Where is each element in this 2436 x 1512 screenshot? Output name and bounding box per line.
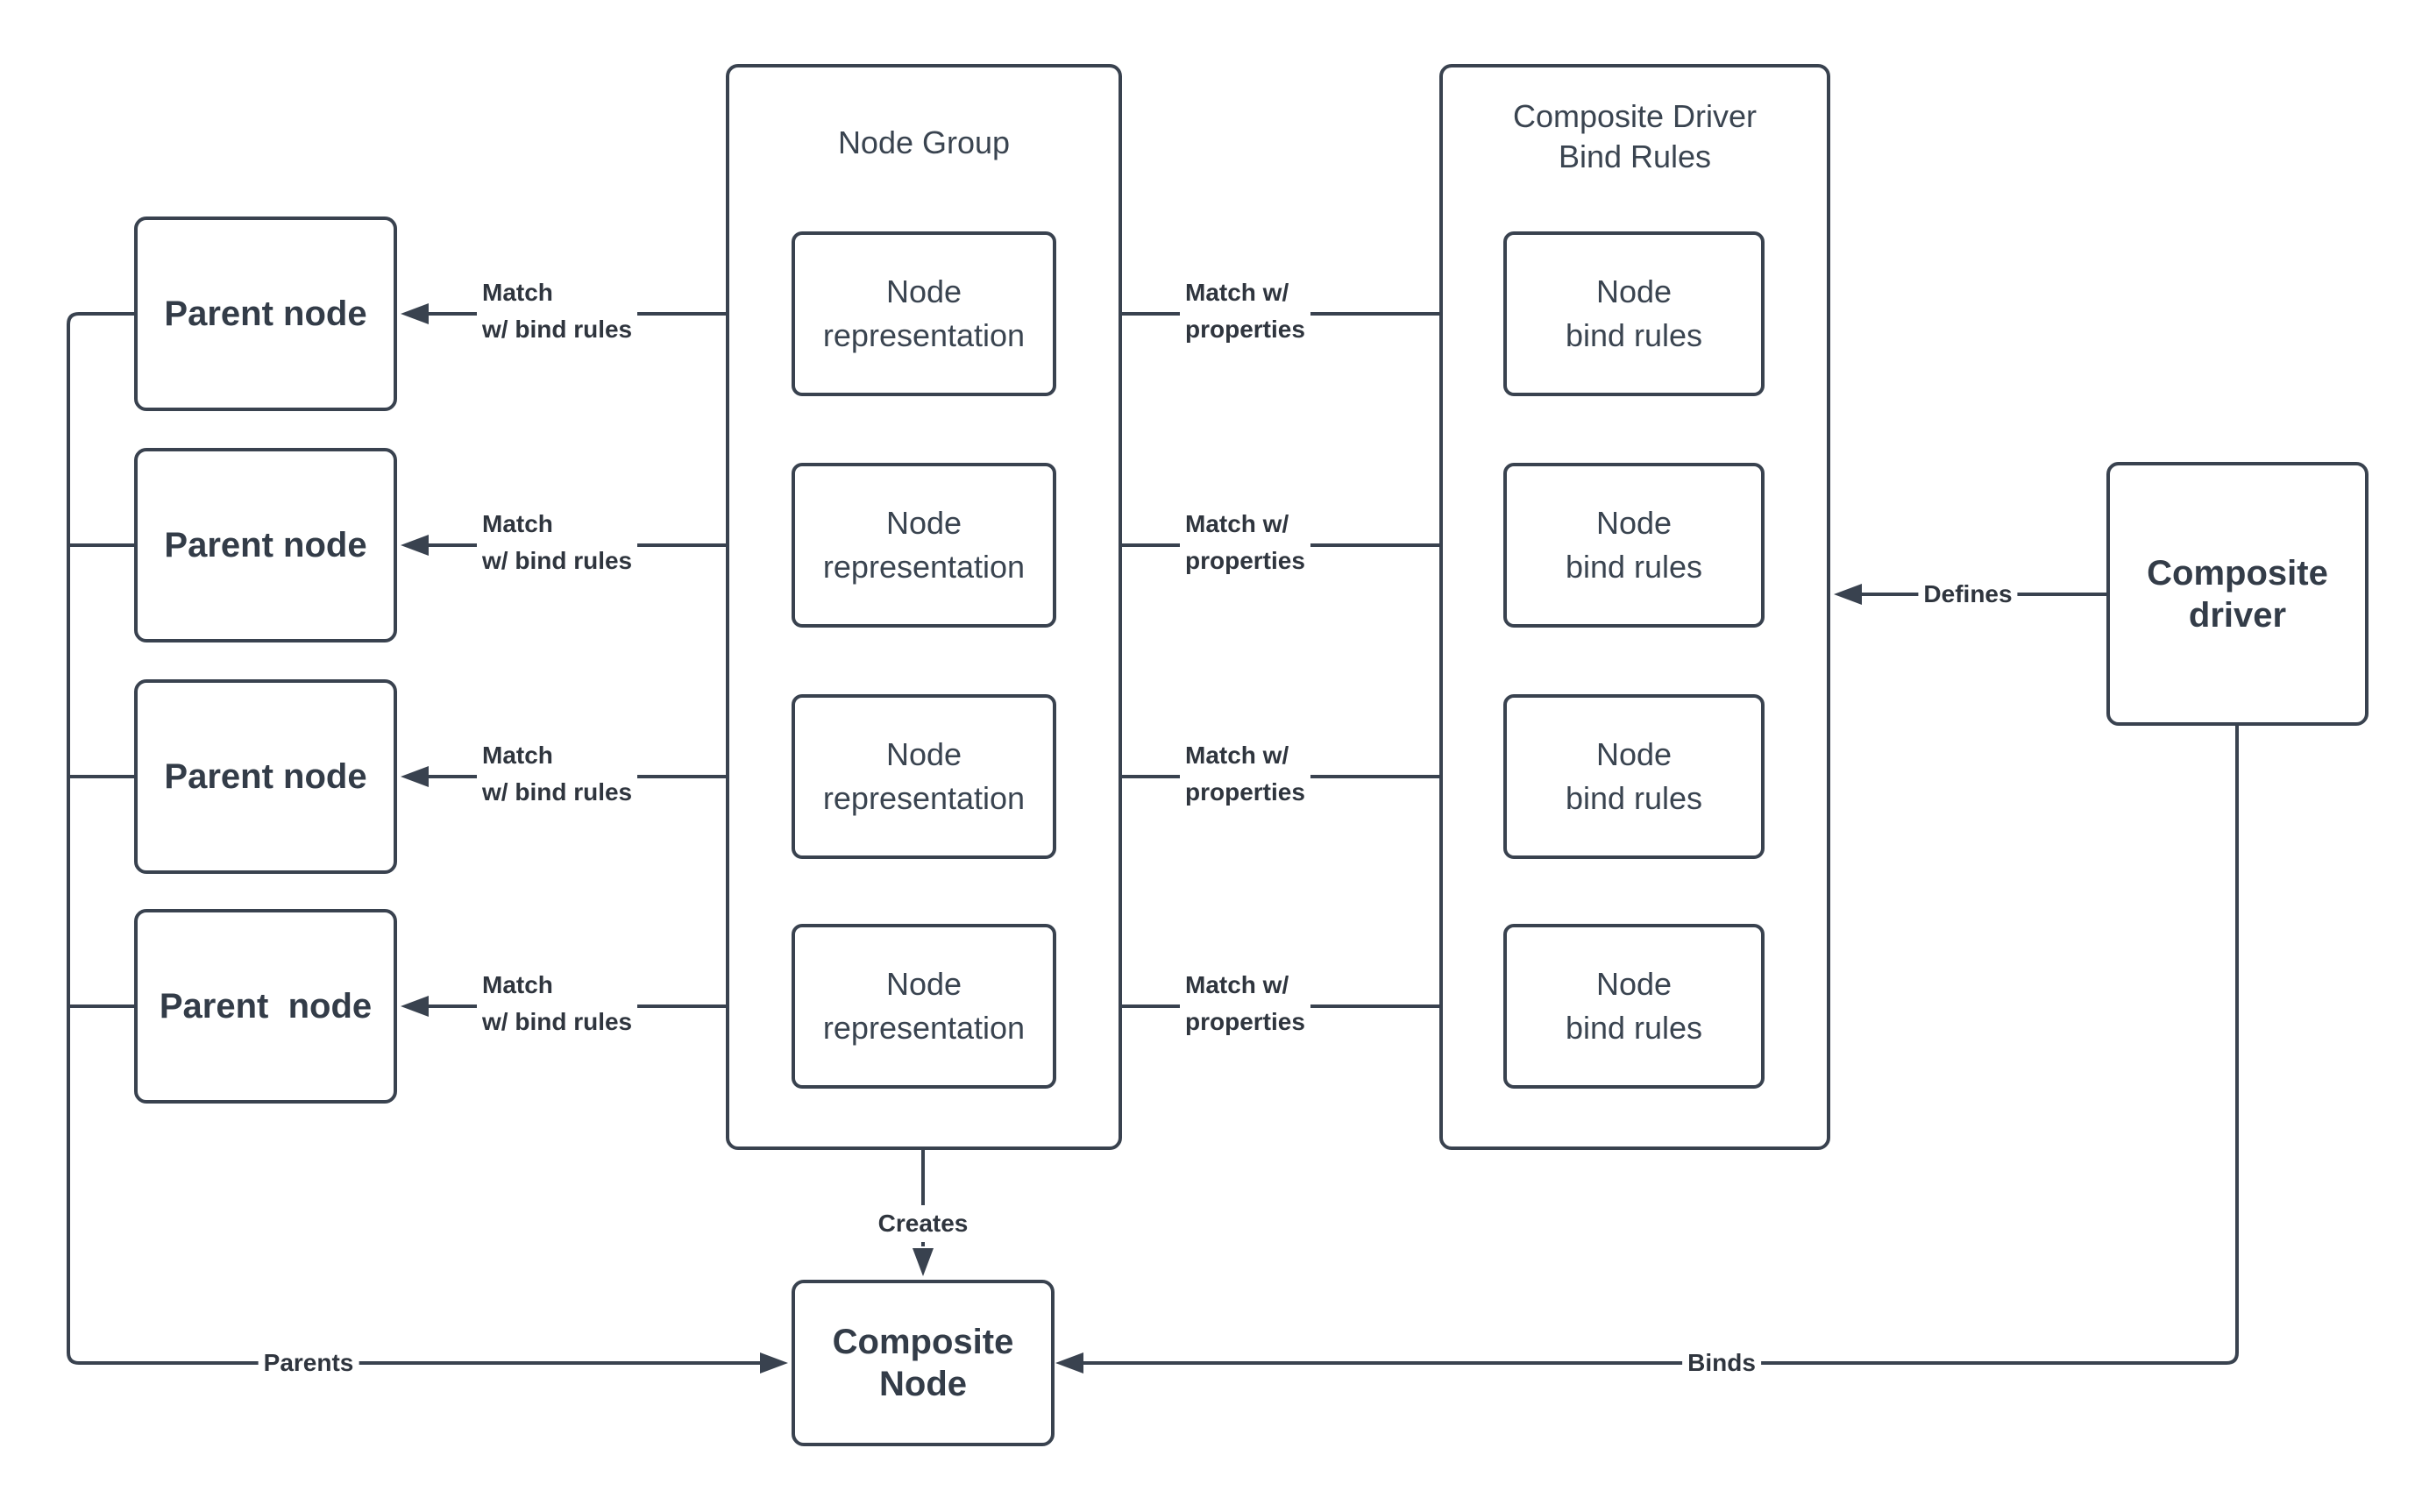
node-representation-3-line1: Node [885, 736, 962, 772]
match-bind-rules-4-line1: Match [482, 971, 553, 998]
match-properties-3-line1: Match w/ [1185, 742, 1289, 769]
node-representation-2-line1: Node [885, 505, 962, 541]
defines-label: Defines [1918, 576, 2018, 613]
match-properties-label-1: Match w/ properties [1180, 274, 1310, 348]
node-bind-rules-3-line1: Node [1595, 736, 1673, 772]
binds-arrowhead [1055, 1352, 1083, 1374]
match-bind-rules-1-line2: w/ bind rules [482, 316, 633, 343]
parent-node-box-4: Parent node [134, 909, 397, 1104]
binds-label: Binds [1682, 1345, 1761, 1381]
node-bind-rules-4-line1: Node [1595, 966, 1673, 1002]
composite-driver-line2: driver [2188, 595, 2287, 635]
match-bind-arrowhead-row2 [401, 535, 429, 556]
edge-binds [1083, 726, 2239, 1365]
composite-node-line2: Node [879, 1365, 967, 1403]
node-representation-1-line1: Node [885, 273, 962, 309]
node-representation-label-1: Node representation [823, 270, 1025, 358]
node-representation-4-line1: Node [885, 966, 962, 1002]
creates-label: Creates [872, 1205, 974, 1242]
match-bind-rules-label-3: Match w/ bind rules [477, 737, 638, 811]
parent-node-label-4: Parent node [159, 987, 373, 1026]
node-bind-rules-label-3: Node bind rules [1566, 733, 1702, 820]
match-properties-label-2: Match w/ properties [1180, 506, 1310, 579]
bind-rules-title: Composite Driver Bind Rules [1439, 96, 1830, 177]
creates-arrowhead [913, 1248, 934, 1276]
composite-driver-line1: Composite [2147, 553, 2328, 593]
match-bind-arrowhead-row4 [401, 996, 429, 1017]
node-bind-rules-4-line2: bind rules [1565, 1010, 1703, 1046]
composite-driver-box: Composite driver [2106, 462, 2369, 726]
parent-node-box-1: Parent node [134, 217, 397, 411]
composite-driver-label: Composite driver [2147, 552, 2328, 636]
binds-label-text: Binds [1687, 1349, 1756, 1376]
composite-node-line1: Composite [832, 1323, 1014, 1361]
parent-node-label-3: Parent node [164, 757, 367, 796]
match-bind-rules-2-line1: Match [482, 510, 553, 537]
composite-node-box: Composite Node [792, 1280, 1055, 1446]
parent-node-label-1: Parent node [164, 295, 367, 333]
match-bind-rules-label-2: Match w/ bind rules [477, 506, 638, 579]
parents-label: Parents [258, 1345, 359, 1381]
node-representation-label-3: Node representation [823, 733, 1025, 820]
match-bind-arrowhead-row3 [401, 766, 429, 787]
match-bind-arrowhead-row1 [401, 303, 429, 324]
node-representation-label-2: Node representation [823, 501, 1025, 589]
node-bind-rules-2-line1: Node [1595, 505, 1673, 541]
node-representation-box-3: Node representation [792, 694, 1056, 859]
node-representation-box-4: Node representation [792, 924, 1056, 1089]
match-bind-rules-3-line1: Match [482, 742, 553, 769]
node-bind-rules-1-line2: bind rules [1565, 317, 1703, 353]
node-bind-rules-box-3: Node bind rules [1503, 694, 1765, 859]
match-properties-1-line2: properties [1185, 316, 1305, 343]
match-properties-2-line1: Match w/ [1185, 510, 1289, 537]
defines-arrowhead [1834, 584, 1862, 605]
node-representation-box-1: Node representation [792, 231, 1056, 396]
node-representation-1-line2: representation [822, 317, 1026, 353]
parents-arrowhead [760, 1352, 788, 1374]
defines-label-text: Defines [1923, 580, 2013, 607]
composite-node-label: Composite Node [833, 1321, 1014, 1405]
match-bind-rules-4-line2: w/ bind rules [482, 1008, 633, 1035]
match-bind-rules-3-line2: w/ bind rules [482, 778, 633, 806]
match-properties-4-line1: Match w/ [1185, 971, 1289, 998]
parent-node-label-2: Parent node [164, 526, 367, 564]
node-bind-rules-1-line1: Node [1595, 273, 1673, 309]
node-bind-rules-label-2: Node bind rules [1566, 501, 1702, 589]
node-representation-box-2: Node representation [792, 463, 1056, 628]
bind-rules-title-line2: Bind Rules [1558, 138, 1712, 174]
node-group-title-text: Node Group [837, 124, 1011, 160]
node-bind-rules-3-line2: bind rules [1565, 780, 1703, 816]
edge-parents-trunk [67, 312, 760, 1365]
node-representation-2-line2: representation [822, 549, 1026, 585]
match-properties-label-3: Match w/ properties [1180, 737, 1310, 811]
node-bind-rules-box-2: Node bind rules [1503, 463, 1765, 628]
match-properties-label-4: Match w/ properties [1180, 967, 1310, 1040]
parent-node-box-2: Parent node [134, 448, 397, 642]
creates-label-text: Creates [877, 1210, 969, 1237]
match-properties-4-line2: properties [1185, 1008, 1305, 1035]
node-representation-3-line2: representation [822, 780, 1026, 816]
match-bind-rules-label-1: Match w/ bind rules [477, 274, 638, 348]
parent-node-box-3: Parent node [134, 679, 397, 874]
match-bind-rules-label-4: Match w/ bind rules [477, 967, 638, 1040]
node-bind-rules-label-1: Node bind rules [1566, 270, 1702, 358]
node-representation-4-line2: representation [822, 1010, 1026, 1046]
match-bind-rules-1-line1: Match [482, 279, 553, 306]
node-bind-rules-label-4: Node bind rules [1566, 962, 1702, 1050]
match-properties-3-line2: properties [1185, 778, 1305, 806]
match-properties-1-line1: Match w/ [1185, 279, 1289, 306]
node-bind-rules-box-1: Node bind rules [1503, 231, 1765, 396]
parents-label-text: Parents [263, 1349, 354, 1376]
node-bind-rules-box-4: Node bind rules [1503, 924, 1765, 1089]
match-bind-rules-2-line2: w/ bind rules [482, 547, 633, 574]
node-bind-rules-2-line2: bind rules [1565, 549, 1703, 585]
bind-rules-title-line1: Composite Driver [1512, 98, 1758, 134]
match-properties-2-line2: properties [1185, 547, 1305, 574]
node-representation-label-4: Node representation [823, 962, 1025, 1050]
node-group-title: Node Group [726, 123, 1122, 163]
